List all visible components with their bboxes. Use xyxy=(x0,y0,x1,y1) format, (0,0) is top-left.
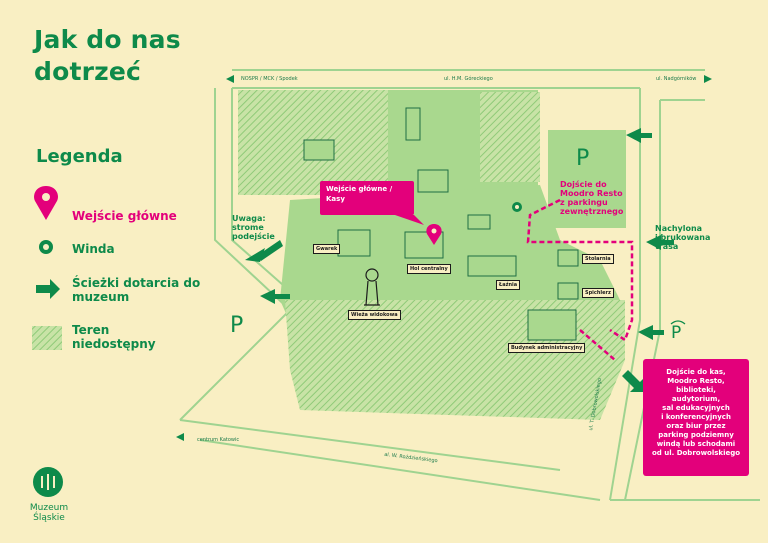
legend-pin-icon xyxy=(34,186,58,220)
cash-desk-callout: Dojście do kas, Moodro Resto, biblioteki… xyxy=(643,359,749,476)
parking-symbol-underground: P xyxy=(671,323,682,343)
legend-inaccessible: Teren niedostępny xyxy=(72,323,156,351)
main-entrance-callout: Wejście główne / Kasy xyxy=(320,181,414,215)
note-steep: Uwaga: strome podejście xyxy=(232,214,275,241)
street-nadgornikow: ul. Nadgórników xyxy=(656,76,697,82)
main-entrance-pin xyxy=(426,224,442,245)
label-budynek: Budynek administracyjny xyxy=(508,343,586,353)
access-arrows xyxy=(176,75,712,441)
logo-mark xyxy=(33,467,63,497)
legend-elevator: Winda xyxy=(72,242,115,256)
street-gorecki: ul. H.M. Góreckiego xyxy=(444,76,493,82)
tower-icon xyxy=(364,268,380,306)
legend-arrow-icon xyxy=(36,279,60,299)
callout-pointer xyxy=(395,215,424,225)
label-laznia: Łaźnia xyxy=(496,280,521,290)
label-stolarnia: Stolarnia xyxy=(582,254,614,264)
legend-hatch-swatch xyxy=(32,326,62,350)
label-gwarek: Gwarek xyxy=(313,244,341,254)
logo-text: Muzeum Śląskie xyxy=(29,503,69,523)
legend-elevator-icon xyxy=(39,240,53,254)
street-lines xyxy=(179,69,760,501)
street-centrum: centrum Katowic xyxy=(197,437,240,443)
label-spichlerz: Spichlerz xyxy=(582,288,614,298)
label-wieza: Wieża widokowa xyxy=(348,310,401,320)
legend-main-entrance: Wejście główne xyxy=(72,209,177,223)
parking-symbol-outdoor: P xyxy=(576,146,590,171)
note-moodro: Dojście do Moodro Resto z parkingu zewnę… xyxy=(560,180,624,216)
buildings-shapes xyxy=(303,107,579,341)
label-hol: Hol centralny xyxy=(407,264,451,274)
legend-paths: Ścieżki dotarcia do muzeum xyxy=(72,276,201,304)
elevator-icon xyxy=(512,202,522,212)
street-nospr: NOSPR / MCK / Spodek xyxy=(241,76,298,82)
page-title: Jak do nas dotrzeć xyxy=(34,25,181,86)
pink-path xyxy=(526,198,634,361)
parking-outdoor xyxy=(548,130,626,228)
note-inclined: Nachylona i brukowana trasa xyxy=(655,224,711,251)
legend-title: Legenda xyxy=(36,146,123,167)
parking-symbol-west: P xyxy=(230,313,244,338)
covered-parking-icon xyxy=(670,320,686,325)
inaccessible-area-2 xyxy=(480,92,540,182)
